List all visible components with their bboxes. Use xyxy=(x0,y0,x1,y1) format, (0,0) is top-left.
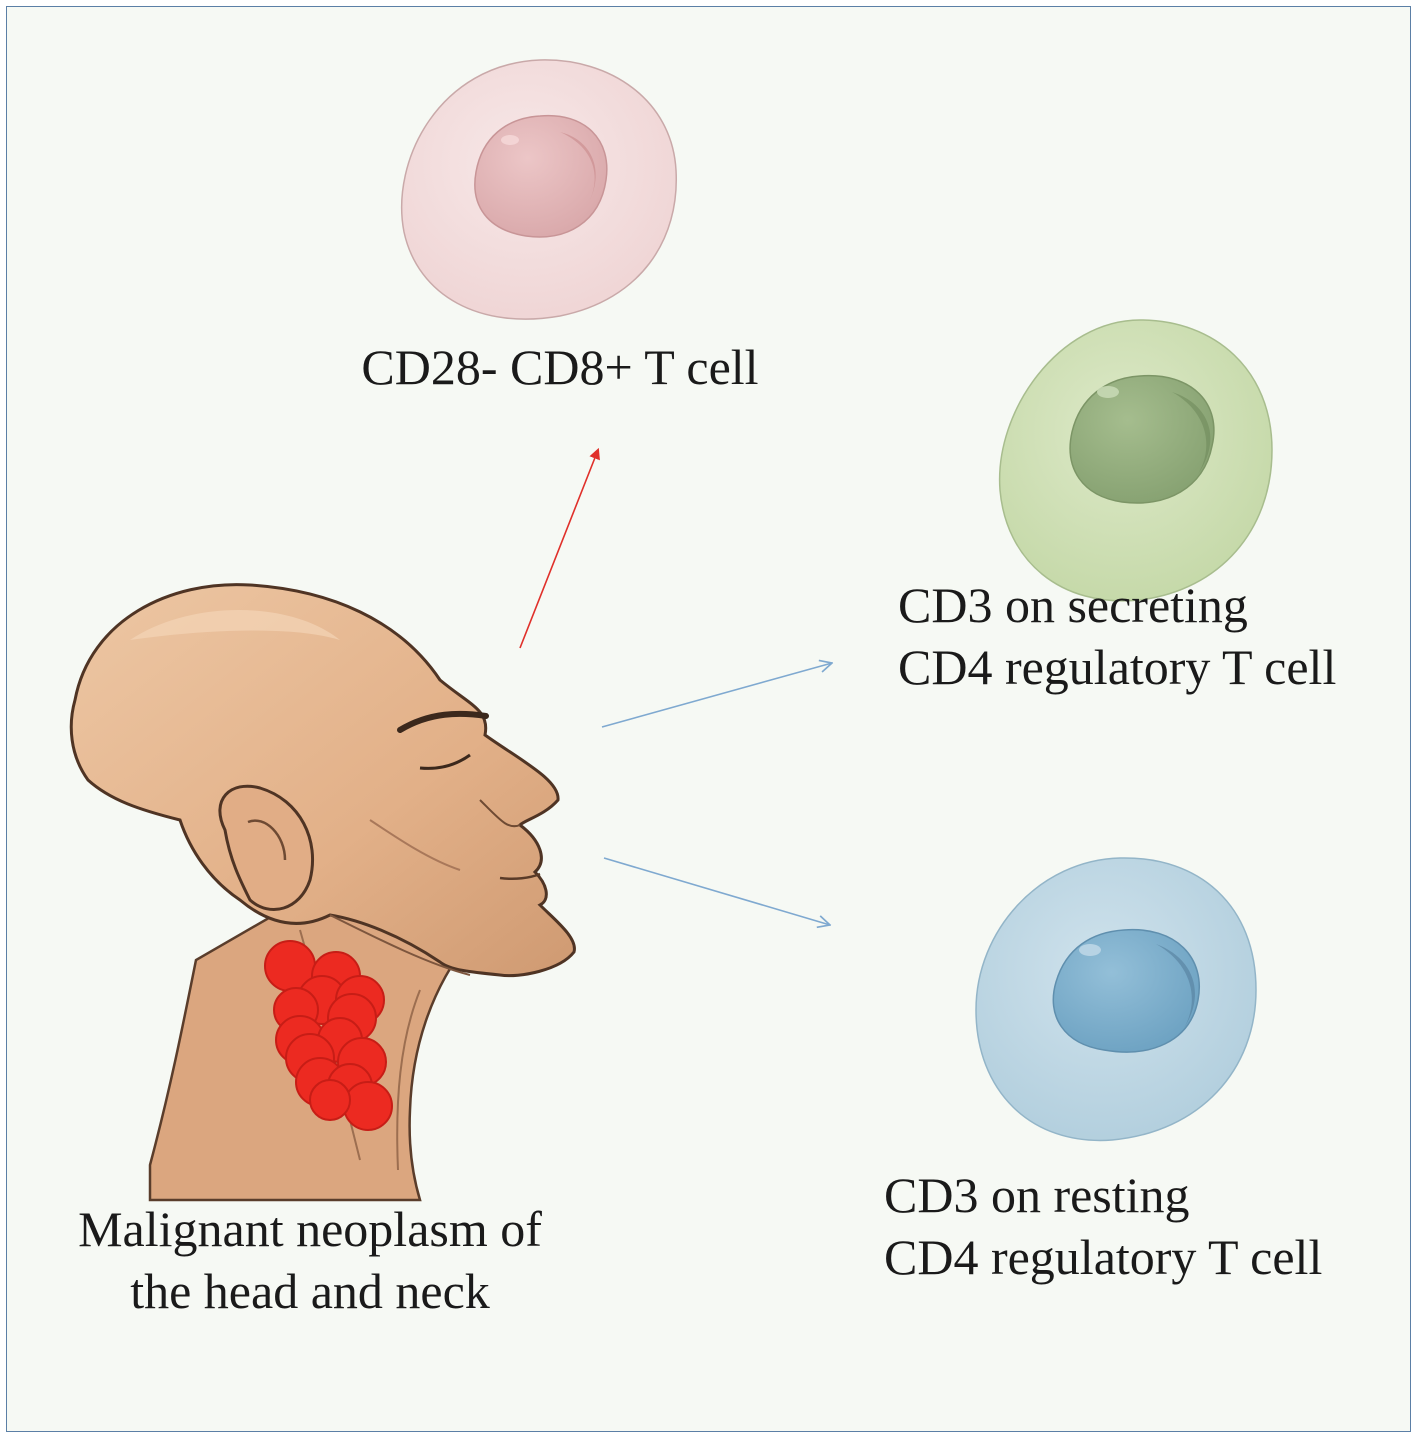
resting-label-line1: CD3 on resting xyxy=(884,1167,1190,1223)
patient-label: Malignant neoplasm of the head and neck xyxy=(30,1198,590,1322)
arrow-to-secreting xyxy=(601,663,832,728)
patient-label-line2: the head and neck xyxy=(130,1263,490,1319)
resting-cd4-treg-cell xyxy=(975,857,1257,1142)
cd28-cd8-t-cell xyxy=(400,59,677,320)
secreting-label: CD3 on secreting CD4 regulatory T cell xyxy=(898,574,1336,698)
arrow-to-cd28-cd8 xyxy=(519,447,600,649)
cd28-cd8-label: CD28- CD8+ T cell xyxy=(300,336,820,398)
tumor-cluster xyxy=(264,940,393,1131)
patient-label-line1: Malignant neoplasm of xyxy=(78,1201,542,1257)
resting-label-line2: CD4 regulatory T cell xyxy=(884,1229,1323,1285)
secreting-cd4-treg-cell xyxy=(998,319,1273,602)
resting-label: CD3 on resting CD4 regulatory T cell xyxy=(884,1164,1322,1288)
arrow-to-resting xyxy=(603,857,830,925)
secreting-label-line1: CD3 on secreting xyxy=(898,577,1248,633)
cd28-cd8-label-line1: CD28- CD8+ T cell xyxy=(361,339,759,395)
secreting-label-line2: CD4 regulatory T cell xyxy=(898,639,1337,695)
